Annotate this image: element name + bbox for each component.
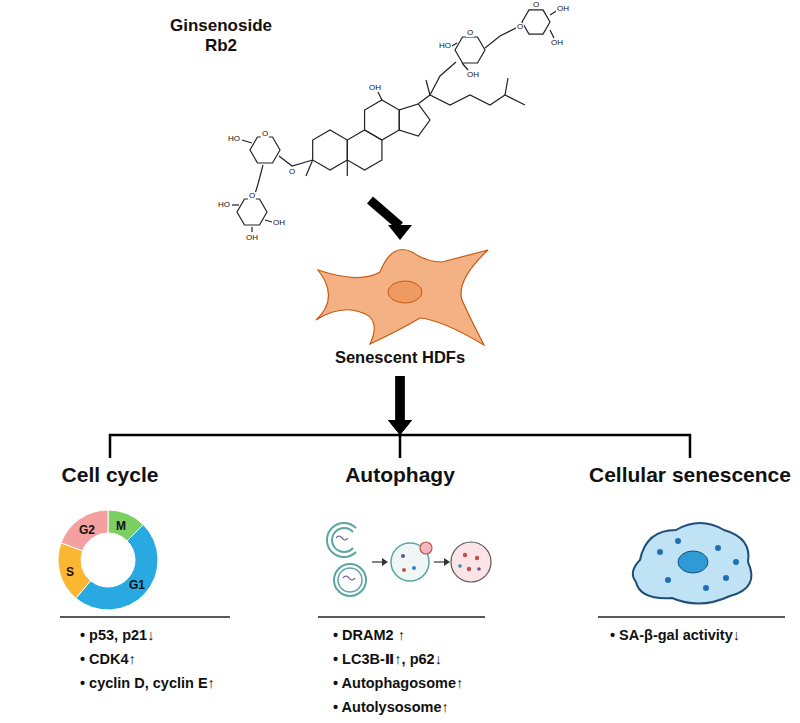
flow-arrow [110, 376, 412, 458]
structure-bond [462, 63, 468, 70]
cycle-phase-segment [61, 510, 108, 551]
structure-ring [237, 199, 267, 225]
phase-label: S [66, 566, 74, 578]
atom-label: OH [556, 5, 570, 13]
senescent-cell-illustration [633, 523, 752, 604]
phase-label: M [116, 520, 126, 532]
atom-label: O [261, 130, 269, 138]
arrow-shaft [396, 376, 405, 421]
compound-name: Ginsenoside Rb2 [165, 16, 277, 57]
arrow-shaft [370, 200, 400, 226]
arrow-shaft [396, 376, 405, 421]
phase-label: G2 [79, 524, 95, 536]
finding-item: • cyclin D, cyclin E↑ [80, 675, 215, 692]
structure-bond [232, 204, 239, 205]
cell-nucleus [388, 281, 422, 303]
branch-line [110, 435, 400, 458]
arrow-head [388, 225, 412, 240]
branch-line [400, 435, 690, 458]
finding-item: • LC3B-Ⅱ↑, p62↓ [333, 651, 442, 668]
atom-label: O [288, 168, 296, 176]
arrow-head [388, 420, 412, 435]
fibroblast-cell [316, 250, 488, 346]
atom-label: O [532, 1, 540, 9]
structure-bond [306, 160, 313, 176]
outcome-column: Autophagy [310, 460, 490, 610]
section-rule [318, 616, 485, 618]
structure-bond [265, 220, 272, 222]
outcome-column: Cellular senescence [584, 460, 796, 610]
finding-item: • p53, p21↓ [80, 627, 154, 644]
finding-item: • SA-β-gal activity↓ [610, 627, 740, 644]
finding-item: • DRAM2 ↑ [333, 627, 405, 644]
flow-arrow [388, 376, 412, 458]
section-heading: Autophagy [345, 462, 455, 487]
structure-bond [279, 156, 313, 166]
atom-label: O [466, 29, 474, 37]
section-rule [598, 616, 785, 618]
autophagy-illustration [327, 523, 491, 596]
structure-bond [418, 95, 525, 105]
structure-bond [378, 92, 382, 100]
section-heading: Cellular senescence [589, 462, 791, 487]
branch-line [399, 435, 402, 458]
arrow-shaft [396, 376, 405, 421]
section-heading: Cell cycle [62, 462, 159, 487]
atom-label: OH [550, 39, 564, 47]
structure-bond [426, 80, 430, 95]
atom-label: OH [272, 219, 286, 227]
atom-label: HO [227, 135, 241, 143]
flow-arrow [370, 200, 412, 240]
cell-cycle-ring [58, 510, 158, 610]
structure-bond [242, 140, 252, 143]
arrow-head [388, 420, 412, 435]
chemical-structure [232, 10, 558, 232]
structure-bond [430, 62, 456, 95]
outcome-column: Cell cycle [30, 460, 190, 610]
structure-ring [365, 100, 400, 140]
structure-ring [522, 10, 550, 34]
atom-label: O [516, 23, 524, 31]
structure-bond [347, 160, 348, 176]
cell-label: Senescent HDFs [335, 348, 465, 368]
structure-bond [550, 30, 554, 38]
atom-label: O [248, 192, 256, 200]
structure-ring [455, 37, 485, 63]
structure-bond [505, 78, 508, 95]
structure-bond [251, 227, 252, 232]
finding-item: • Autolysosome↑ [333, 699, 449, 716]
atom-label: OH [245, 234, 259, 242]
atom-label: OH [368, 84, 382, 92]
finding-item: • Autophagosome↑ [333, 675, 463, 692]
finding-item: • CDK4↑ [80, 651, 136, 668]
structure-bond [452, 43, 457, 46]
atom-label: HO [438, 42, 452, 50]
structure-ring [250, 137, 280, 163]
arrow-head [388, 420, 412, 435]
phase-label: G1 [129, 579, 145, 591]
section-rule [60, 616, 230, 618]
atom-label: HO [217, 201, 231, 209]
cycle-phase-segment [58, 543, 91, 598]
structure-ring [399, 104, 430, 136]
compound-node: Ginsenoside Rb2 [165, 0, 575, 198]
atom-label: OH [466, 71, 480, 79]
structure-ring [347, 130, 382, 170]
cell-node: Senescent HDFs [300, 242, 500, 374]
flow-arrow [388, 376, 690, 458]
structure-ring [313, 130, 348, 170]
